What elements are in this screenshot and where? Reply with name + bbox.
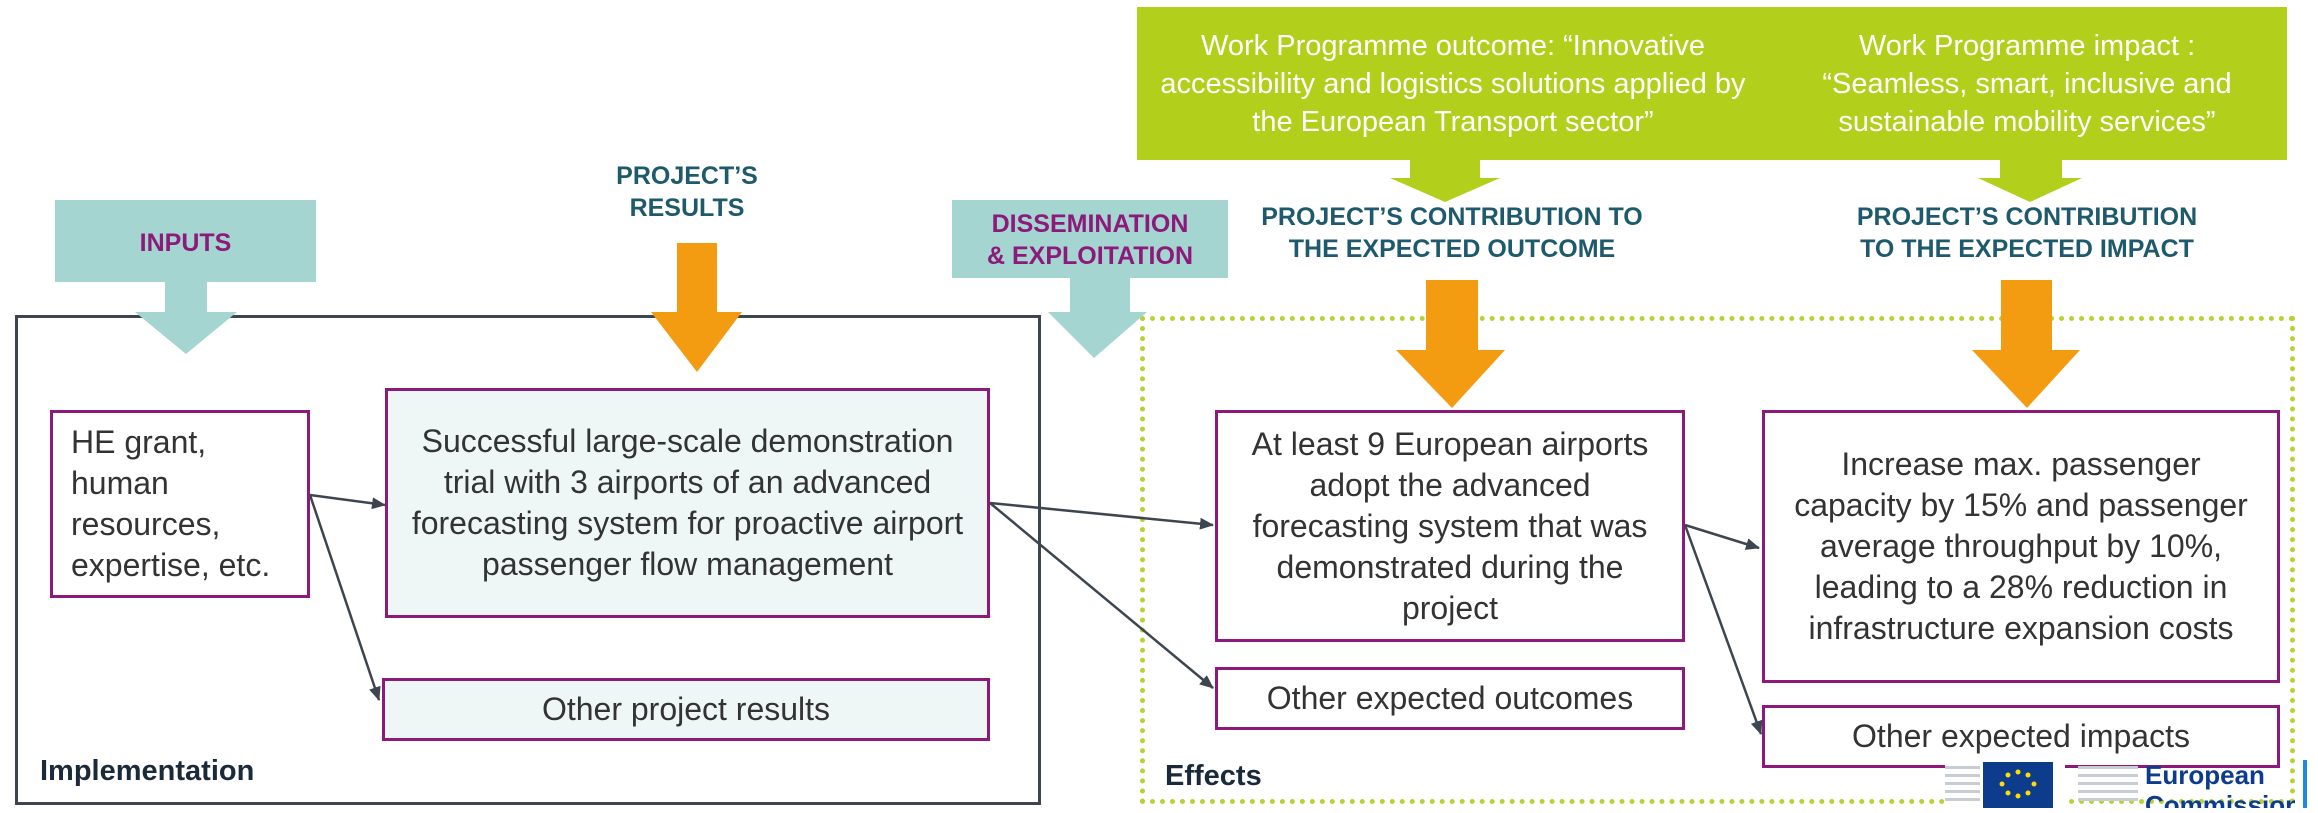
results-arrow [651,243,742,372]
ec-accent-bar [2303,760,2307,808]
results-label-line1: PROJECT’S [616,162,758,190]
implementation-label: Implementation [40,755,255,787]
main-impact-box: Increase max. passenger capacity by 15% … [1762,410,2280,683]
main-outcome-box: At least 9 European airports adopt the a… [1215,410,1685,642]
dissemination-arrow [952,200,1228,358]
effects-label: Effects [1165,760,1262,792]
wp-outcome-box: Work Programme outcome: “Innovative acce… [1137,7,1769,160]
ec-wordmark: European Commission [2145,760,2295,808]
outcome-arrow [1396,280,1505,408]
contribution-outcome-line2: THE EXPECTED OUTCOME [1288,235,1616,263]
results-label-line2: RESULTS [629,194,745,222]
dissemination-label-line1: DISSEMINATION [991,210,1189,238]
connector-result-to-other-outcomes [989,502,1214,689]
implementation-frame [15,315,1041,805]
contribution-outcome-label: PROJECT’S CONTRIBUTION TO THE EXPECTED O… [1210,201,1694,265]
wp-impact-down-arrow [1978,158,2082,202]
dissemination-label: DISSEMINATION & EXPLOITATION [952,208,1228,272]
contribution-outcome-line1: PROJECT’S CONTRIBUTION TO [1261,203,1643,231]
eu-logo [1945,762,2065,808]
results-label: PROJECT’S RESULTS [560,160,814,224]
main-outcome-text: At least 9 European airports adopt the a… [1251,425,1649,626]
connector-result-to-outcome [989,501,1214,530]
other-impacts-box: Other expected impacts [1762,705,2280,768]
other-impacts-text: Other expected impacts [1852,718,2190,754]
inputs-box: HE grant, human resources, expertise, et… [50,410,310,598]
other-outcomes-text: Other expected outcomes [1266,680,1634,716]
inputs-label: INPUTS [139,229,232,257]
connector-outcome-to-other-impacts [1683,524,1763,735]
contribution-impact-line1: PROJECT’S CONTRIBUTION [1856,203,2198,231]
connector-inputs-to-other-results [308,494,381,701]
ec-stripes-icon [2078,762,2138,808]
ec-wordmark-line2: Commission [2145,790,2295,808]
contribution-impact-line2: TO THE EXPECTED IMPACT [1860,235,2194,263]
wp-outcome-down-arrow [1390,158,1500,202]
wp-impact-text: Work Programme impact : “Seamless, smart… [1822,29,2232,138]
inputs-box-text: HE grant, human resources, expertise, et… [71,424,271,583]
eu-flag-icon [1945,762,2065,808]
connector-outcome-to-impact [1684,523,1760,550]
ec-wordmark-line1: European [2145,760,2265,790]
wp-outcome-text: Work Programme outcome: “Innovative acce… [1160,29,1746,138]
main-result-text: Successful large-scale demonstration tri… [411,423,964,582]
dissemination-label-line2: & EXPLOITATION [986,242,1194,270]
contribution-impact-label: PROJECT’S CONTRIBUTION TO THE EXPECTED I… [1800,201,2254,265]
other-outcomes-box: Other expected outcomes [1215,667,1685,730]
main-impact-text: Increase max. passenger capacity by 15% … [1794,446,2248,646]
other-results-box: Other project results [382,678,990,741]
other-results-text: Other project results [541,691,831,727]
main-result-box: Successful large-scale demonstration tri… [385,388,990,618]
impact-arrow [1972,280,2080,408]
connector-inputs-to-result [309,493,386,510]
inputs-arrow [55,200,316,354]
wp-impact-box: Work Programme impact : “Seamless, smart… [1767,7,2287,160]
effects-frame [1140,316,2295,804]
